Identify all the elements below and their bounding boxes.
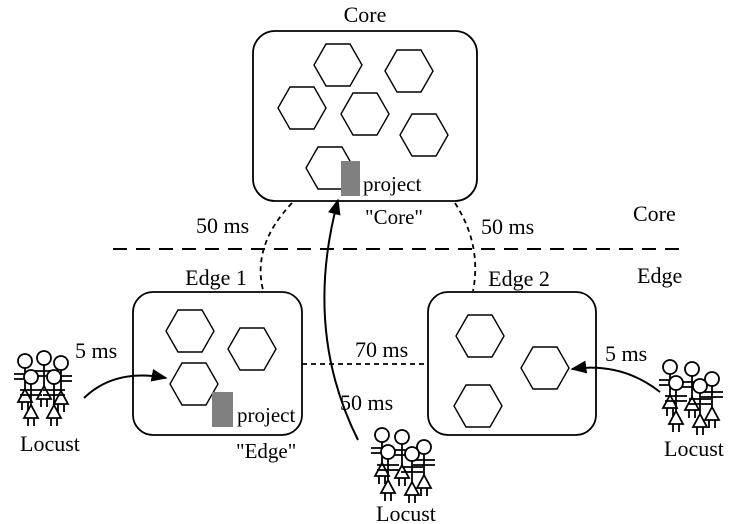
- locust-group-right: Locust: [658, 359, 724, 461]
- cluster-edge2: Edge 2: [427, 266, 597, 436]
- latency-core-edge2: 50 ms: [481, 214, 534, 239]
- arrow-locust-right-to-edge2: [570, 360, 661, 393]
- locust-group-left: Locust: [13, 350, 80, 456]
- cluster-edge1-title: Edge 1: [185, 265, 247, 290]
- latency-locust-right: 5 ms: [605, 341, 647, 366]
- arrow-locust-left-to-edge1: [83, 368, 168, 399]
- locust-people-icon: [658, 359, 724, 436]
- cluster-core-title: Core: [344, 2, 387, 27]
- arrow-locust-bottom-to-core: [323, 198, 359, 441]
- project-name-edge: "Edge": [236, 439, 296, 463]
- locust-people-icon: [13, 350, 73, 427]
- link-core-edge1: [259, 202, 293, 291]
- locust-label-left: Locust: [20, 431, 80, 456]
- locust-people-icon: [370, 427, 436, 504]
- locust-group-bottom: Locust: [370, 427, 436, 524]
- cluster-core: Core project "Core": [252, 2, 478, 229]
- locust-label-bottom: Locust: [376, 501, 436, 524]
- latency-locust-bottom: 50 ms: [340, 390, 393, 415]
- project-block-core: [341, 161, 360, 196]
- tier-label-edge: Edge: [637, 263, 682, 288]
- project-label-edge: project: [237, 403, 295, 427]
- project-label-core: project: [363, 172, 421, 196]
- locust-label-right: Locust: [664, 436, 724, 461]
- latency-core-edge1: 50 ms: [196, 213, 249, 238]
- project-name-core: "Core": [365, 205, 423, 229]
- cluster-edge1: Edge 1 project "Edge": [132, 265, 303, 463]
- latency-locust-left: 5 ms: [75, 338, 117, 363]
- cluster-edge2-title: Edge 2: [488, 266, 550, 291]
- link-core-edge2: [454, 202, 477, 292]
- project-block-edge: [212, 392, 233, 427]
- tier-label-core: Core: [633, 201, 676, 226]
- cluster-edge2-box: [427, 291, 597, 436]
- latency-edge1-edge2: 70 ms: [355, 337, 408, 362]
